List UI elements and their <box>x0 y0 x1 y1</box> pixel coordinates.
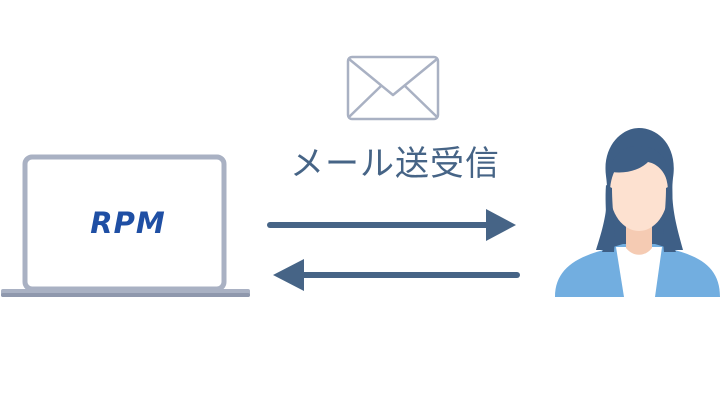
mail-send-receive-caption: メール送受信 <box>290 144 500 184</box>
laptop-screen-logo: RPM <box>90 206 166 240</box>
